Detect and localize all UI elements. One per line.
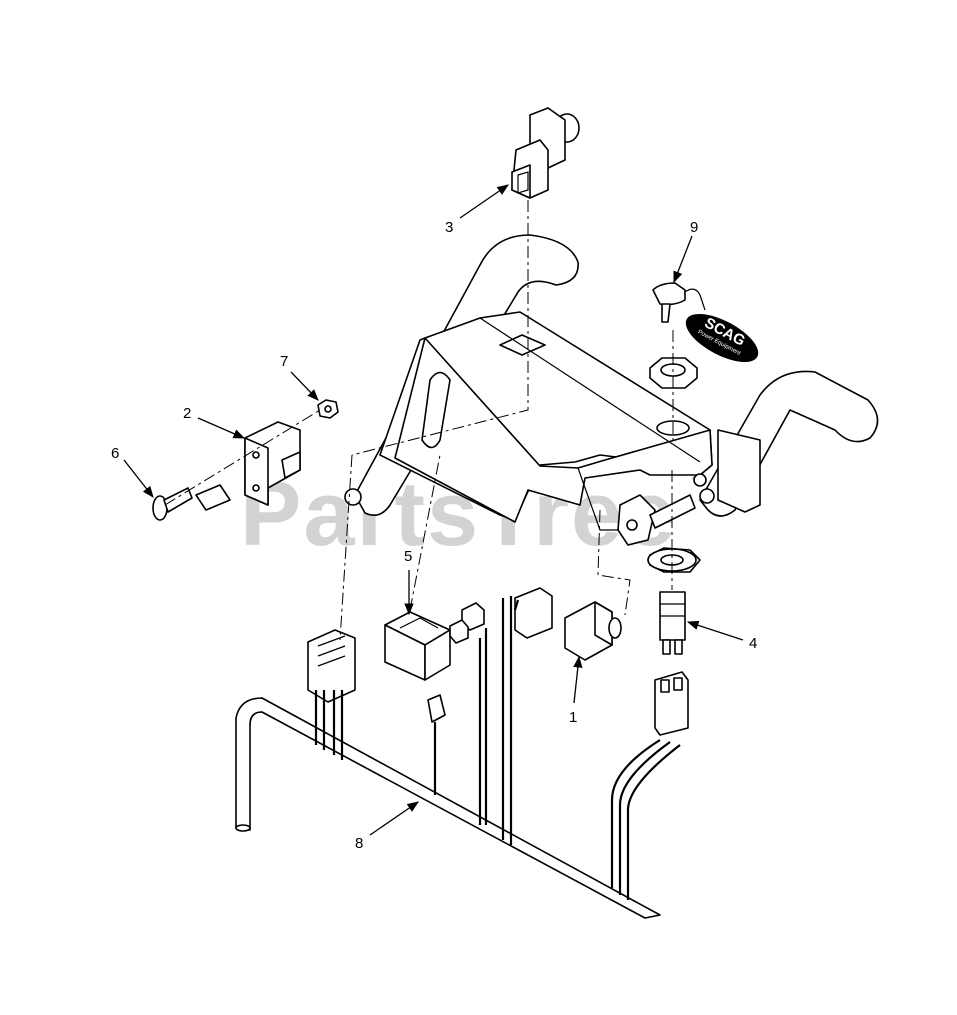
callout-6-label: 6 — [111, 445, 119, 462]
part-6-bolt — [152, 487, 193, 521]
part-9-ignition-key: SCAG Power Equipment — [652, 282, 759, 363]
callout-3-label: 3 — [445, 219, 453, 236]
callout-4: 4 — [686, 620, 757, 652]
callout-6: 6 — [111, 445, 154, 498]
callout-7-label: 7 — [280, 353, 288, 370]
scag-key-fob: SCAG Power Equipment — [685, 313, 759, 363]
callout-1: 1 — [569, 655, 583, 726]
callout-8-label: 8 — [355, 835, 363, 852]
callout-5-label: 5 — [404, 548, 412, 565]
part-5-switch — [384, 611, 451, 723]
spade-terminals — [449, 602, 485, 644]
callout-9: 9 — [673, 219, 698, 284]
callout-7: 7 — [280, 353, 319, 401]
part-8-wire-harness — [235, 596, 681, 919]
part-7-nut — [317, 399, 339, 419]
callout-4-label: 4 — [749, 635, 757, 652]
callout-1-label: 1 — [569, 709, 577, 726]
part-3-plug — [511, 107, 580, 199]
callout-5: 5 — [404, 548, 414, 616]
multi-pin-connector — [307, 629, 356, 703]
two-pin-plug — [654, 671, 689, 736]
callout-9-label: 9 — [690, 219, 698, 236]
callout-3: 3 — [445, 184, 509, 236]
alignment-lines — [164, 200, 674, 641]
callout-2: 2 — [183, 405, 246, 439]
part-1-switch — [564, 601, 622, 661]
callout-2-label: 2 — [183, 405, 191, 422]
control-panel-bracket — [344, 234, 879, 546]
inline-connector — [514, 587, 553, 639]
callout-8: 8 — [355, 801, 419, 852]
part-2-bracket — [195, 421, 301, 511]
